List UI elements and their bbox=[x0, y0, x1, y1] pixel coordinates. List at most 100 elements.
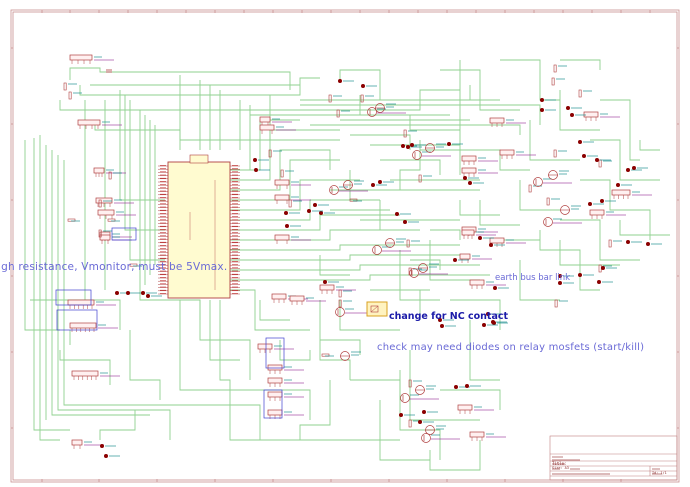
power-flag-icon bbox=[403, 220, 407, 224]
resistor-icon bbox=[360, 94, 364, 103]
resistor-icon bbox=[408, 419, 412, 428]
power-flag-icon bbox=[578, 273, 582, 277]
sheet-frame bbox=[10, 9, 680, 483]
power-flag-icon bbox=[632, 166, 636, 170]
power-flag-icon bbox=[141, 291, 145, 295]
power-flag-icon bbox=[323, 280, 327, 284]
relay-symbol[interactable] bbox=[366, 301, 388, 317]
wire bbox=[69, 67, 291, 90]
resistor-icon bbox=[578, 89, 582, 98]
wire bbox=[124, 95, 165, 231]
wire bbox=[230, 214, 400, 231]
connector-icon bbox=[274, 179, 290, 186]
wire bbox=[559, 90, 600, 131]
connector-icon bbox=[459, 253, 471, 260]
wire bbox=[319, 300, 351, 380]
power-flag-icon bbox=[307, 209, 311, 213]
mcu-header bbox=[189, 154, 209, 164]
connector-icon bbox=[69, 322, 97, 329]
connector-icon bbox=[489, 117, 505, 124]
transistor-icon bbox=[409, 268, 419, 278]
wire bbox=[430, 229, 461, 240]
wire bbox=[410, 259, 441, 270]
connector-icon bbox=[461, 155, 477, 162]
wire bbox=[420, 149, 461, 175]
power-flag-icon bbox=[468, 181, 472, 185]
connector-icon bbox=[489, 237, 505, 244]
wire bbox=[119, 90, 165, 201]
resistor-icon bbox=[328, 94, 332, 103]
relay-coil-diagonal bbox=[370, 305, 379, 313]
power-flag-icon bbox=[371, 183, 375, 187]
wire bbox=[79, 77, 320, 96]
mcu-symbol[interactable] bbox=[158, 154, 240, 299]
power-flag-icon bbox=[570, 113, 574, 117]
resistor-icon bbox=[608, 239, 612, 248]
transistor-icon bbox=[367, 107, 377, 117]
wire bbox=[379, 400, 430, 461]
wire bbox=[300, 104, 541, 125]
wire bbox=[459, 60, 530, 171]
power-flag-icon bbox=[146, 294, 150, 298]
wire bbox=[199, 300, 251, 380]
power-flag-icon bbox=[284, 211, 288, 215]
power-flag-icon bbox=[378, 180, 382, 184]
connector-icon bbox=[589, 209, 605, 216]
title-block-title: Title: bbox=[552, 461, 567, 466]
wire-mesh bbox=[24, 59, 670, 471]
wire bbox=[39, 135, 60, 441]
power-flag-icon bbox=[401, 144, 405, 148]
transistor-icon bbox=[400, 393, 410, 403]
title-block bbox=[549, 435, 678, 481]
connector-icon bbox=[611, 189, 631, 196]
wire bbox=[230, 254, 470, 261]
wire bbox=[230, 119, 300, 171]
wire bbox=[399, 370, 441, 460]
wire bbox=[560, 59, 601, 70]
power-flag-icon bbox=[454, 385, 458, 389]
wire bbox=[529, 120, 580, 161]
transistor-icon bbox=[533, 177, 543, 187]
wire bbox=[179, 300, 311, 420]
wire bbox=[380, 159, 441, 175]
wire bbox=[580, 179, 651, 240]
resistor-icon bbox=[554, 299, 558, 308]
power-flag-icon bbox=[447, 142, 451, 146]
wire bbox=[59, 350, 111, 385]
connector-icon bbox=[274, 194, 290, 201]
wire bbox=[230, 264, 480, 271]
resistor-icon bbox=[553, 149, 557, 158]
connector-icon bbox=[319, 284, 335, 291]
resistor-icon bbox=[598, 159, 602, 168]
power-flag-icon bbox=[595, 158, 599, 162]
wire bbox=[230, 149, 331, 191]
mcu-body[interactable] bbox=[167, 161, 231, 299]
transistor-icon bbox=[335, 307, 345, 317]
transistor-icon bbox=[372, 245, 382, 255]
wire bbox=[519, 180, 560, 211]
resistor-icon bbox=[108, 171, 112, 180]
wire bbox=[619, 220, 670, 236]
resistor-icon bbox=[98, 229, 102, 238]
connector-icon bbox=[259, 116, 271, 123]
wire bbox=[230, 179, 360, 211]
connector-icon bbox=[457, 404, 473, 411]
power-flag-icon bbox=[422, 410, 426, 414]
wire bbox=[219, 300, 400, 441]
wire bbox=[429, 440, 481, 471]
title-block-size: Size: A3 bbox=[552, 466, 569, 470]
wire bbox=[440, 389, 501, 410]
connector-icon bbox=[99, 234, 111, 241]
group-box bbox=[263, 389, 283, 419]
power-flag-icon bbox=[540, 108, 544, 112]
resistor-icon bbox=[63, 82, 67, 91]
resistor-icon bbox=[598, 264, 602, 273]
mcu-pins bbox=[158, 165, 240, 295]
resistor-icon bbox=[338, 289, 342, 298]
resistor-icon bbox=[553, 64, 557, 73]
power-flag-icon bbox=[104, 454, 108, 458]
group-box bbox=[111, 227, 137, 241]
connector-icon bbox=[257, 343, 273, 350]
transistor-icon bbox=[412, 150, 422, 160]
